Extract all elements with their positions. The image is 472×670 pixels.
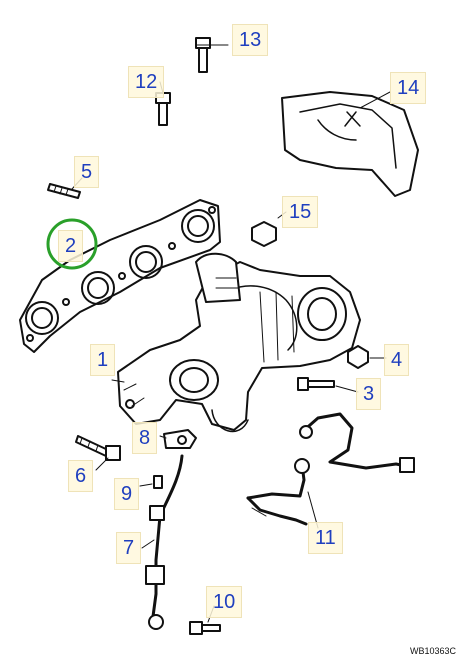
- gasket-2: [19, 199, 221, 353]
- callout-2: 2: [58, 230, 84, 262]
- bolt-3: [297, 377, 359, 393]
- callout-7-label: 7: [116, 532, 142, 564]
- drain-pipe-7: [141, 454, 184, 630]
- callout-6: 6: [68, 460, 94, 492]
- callout-11: 11: [308, 522, 343, 554]
- diagram-reference-code: WB10363C: [409, 646, 456, 656]
- callout-1-label: 1: [90, 344, 116, 376]
- callout-4-label: 4: [384, 344, 410, 376]
- callout-12: 12: [128, 66, 165, 98]
- callout-9-label: 9: [114, 478, 140, 510]
- heat-shield-14: [281, 91, 419, 197]
- nut-4: [347, 345, 387, 369]
- oil-pipe-11: [246, 412, 415, 529]
- highlight-ring: [46, 218, 98, 270]
- callout-14: 14: [390, 72, 427, 104]
- callout-5: 5: [74, 156, 100, 188]
- callout-4: 4: [384, 344, 410, 376]
- callout-9: 9: [114, 478, 140, 510]
- callout-13-label: 13: [232, 24, 269, 56]
- callout-7: 7: [116, 532, 142, 564]
- nut-15: [251, 211, 287, 247]
- bracket-8: [159, 429, 197, 449]
- callout-3-label: 3: [356, 378, 382, 410]
- callout-15: 15: [282, 196, 319, 228]
- callout-2-label: 2: [58, 230, 84, 262]
- callout-8-label: 8: [132, 422, 158, 454]
- bolt-6: [75, 435, 121, 471]
- turbocharger-1: [111, 252, 361, 433]
- callout-10: 10: [206, 586, 243, 618]
- callout-5-label: 5: [74, 156, 100, 188]
- callout-1: 1: [90, 344, 116, 376]
- callout-12-label: 12: [128, 66, 165, 98]
- callout-13: 13: [232, 24, 269, 56]
- callout-6-label: 6: [68, 460, 94, 492]
- callout-8: 8: [132, 422, 158, 454]
- bolt-10: [189, 605, 221, 635]
- callout-10-label: 10: [206, 586, 243, 618]
- callout-14-label: 14: [390, 72, 427, 104]
- callout-3: 3: [356, 378, 382, 410]
- callout-11-label: 11: [308, 522, 343, 554]
- bolt-13: [195, 37, 229, 73]
- bolt-9: [139, 475, 163, 489]
- callout-15-label: 15: [282, 196, 319, 228]
